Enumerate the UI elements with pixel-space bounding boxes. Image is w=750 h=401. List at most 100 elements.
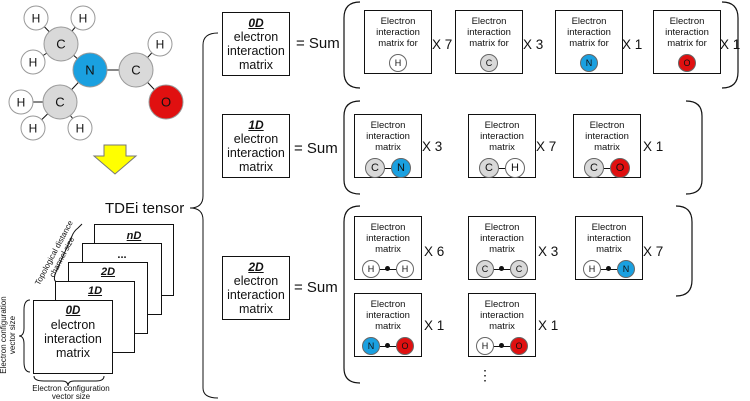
row-0d-sum-label: = Sum xyxy=(296,35,340,52)
stack-bottom-brace xyxy=(33,375,105,387)
item-text-l3: matrix xyxy=(375,244,401,255)
bond-dot-line xyxy=(380,266,396,271)
atom-c-icon: C xyxy=(584,158,604,178)
atom-n-icon: N xyxy=(391,158,411,178)
atom-c-icon: C xyxy=(480,54,498,72)
item-atoms: O xyxy=(654,54,720,72)
item-atoms: H xyxy=(365,54,431,72)
row-2d-line2: interaction xyxy=(227,288,285,302)
item-text-l1: Electron xyxy=(589,120,625,131)
row-2d-open-paren xyxy=(343,205,361,384)
bond-dot-line xyxy=(494,266,510,271)
row-0d-tag: 0D xyxy=(248,16,264,30)
row-2d-sum-label: = Sum xyxy=(294,279,338,296)
item-text-l1: Electron xyxy=(591,222,627,233)
atom-hydrogen: H xyxy=(8,89,34,115)
item-text-l1: Electron xyxy=(380,16,416,27)
row-2d-tag: 2D xyxy=(248,260,264,274)
bond-dot xyxy=(385,343,390,348)
row-0d-close-paren xyxy=(721,1,739,89)
atom-label: C xyxy=(131,63,140,78)
atom-label: C xyxy=(56,37,65,52)
atom-o-icon: O xyxy=(610,158,630,178)
atom-carbon: C xyxy=(43,26,79,62)
atom-h-icon: H xyxy=(362,260,380,278)
bond-line xyxy=(385,167,391,169)
item-text-l2: interaction xyxy=(585,131,629,142)
layer-nd-label: nD xyxy=(126,230,142,242)
item-text-l3: matrix xyxy=(375,321,401,332)
atom-hydrogen: H xyxy=(20,49,46,75)
atom-nitrogen: N xyxy=(72,52,108,88)
item-text-l1: Electron xyxy=(471,16,507,27)
row-0d-line2: interaction xyxy=(227,44,285,58)
bond-dot xyxy=(385,266,390,271)
row-1d-multiplier: X 3 xyxy=(422,139,443,154)
item-text-l1: Electron xyxy=(669,16,705,27)
bond-dot xyxy=(499,343,504,348)
row-1d-tag: 1D xyxy=(248,118,264,132)
row-2d-multiplier: X 7 xyxy=(643,244,664,259)
row-0d-line1: electron xyxy=(233,30,279,44)
row-1d-multiplier: X 1 xyxy=(643,139,664,154)
item-text-l3: matrix xyxy=(489,321,515,332)
row-0d-multiplier: X 3 xyxy=(523,37,544,52)
down-arrow-icon xyxy=(92,144,138,175)
layer-0d-tag: 0D xyxy=(65,305,81,317)
item-text-l1: Electron xyxy=(484,120,520,131)
row-2d-line1: electron xyxy=(233,274,279,288)
item-text-l3: matrix xyxy=(596,244,622,255)
atom-label: N xyxy=(85,63,94,78)
bond-line xyxy=(499,167,505,169)
row-0d-multiplier: X 1 xyxy=(720,37,741,52)
row-2d-ellipsis: ⋮ xyxy=(478,367,492,383)
item-text-l2: interaction xyxy=(480,233,524,244)
atom-c-icon: C xyxy=(476,260,494,278)
atom-label: H xyxy=(29,56,38,70)
atom-c-icon: C xyxy=(479,158,499,178)
item-text-l3: matrix xyxy=(594,142,620,153)
item-text-l2: interaction xyxy=(480,310,524,321)
item-atoms: C xyxy=(456,54,522,72)
item-text-l2: interaction xyxy=(376,27,420,38)
atom-label: H xyxy=(76,122,85,136)
bond-dot-line xyxy=(494,343,510,348)
item-text-l2: interaction xyxy=(587,233,631,244)
row-1d-sum-label: = Sum xyxy=(294,140,338,157)
row-2d-close-paren xyxy=(675,205,693,297)
atom-label: C xyxy=(55,95,64,110)
row-2d-multiplier: X 6 xyxy=(424,244,445,259)
atom-o-icon: O xyxy=(678,54,696,72)
row-1d-close-paren xyxy=(685,100,703,195)
item-text-l3: matrix for xyxy=(378,38,418,49)
atom-h-icon: H xyxy=(389,54,407,72)
atom-label: H xyxy=(156,38,165,52)
atom-carbon: C xyxy=(118,52,154,88)
item-text-l1: Electron xyxy=(484,299,520,310)
stack-topo-brace xyxy=(53,223,83,283)
atom-n-icon: N xyxy=(362,337,380,355)
atom-carbon: C xyxy=(42,84,78,120)
atom-label: H xyxy=(29,122,38,136)
item-atoms: N xyxy=(556,54,622,72)
atom-o-icon: O xyxy=(396,337,414,355)
atom-c-icon: C xyxy=(510,260,528,278)
item-text-l1: Electron xyxy=(370,120,406,131)
left-config-label: Electron configuration vector size xyxy=(0,296,17,374)
row-1d-line1: electron xyxy=(233,132,279,146)
bond-line xyxy=(604,167,610,169)
layer-ellipsis-label: ... xyxy=(117,249,127,261)
item-text-l3: matrix for xyxy=(469,38,509,49)
item-text-l3: matrix xyxy=(489,244,515,255)
atom-oxygen: O xyxy=(148,84,184,120)
